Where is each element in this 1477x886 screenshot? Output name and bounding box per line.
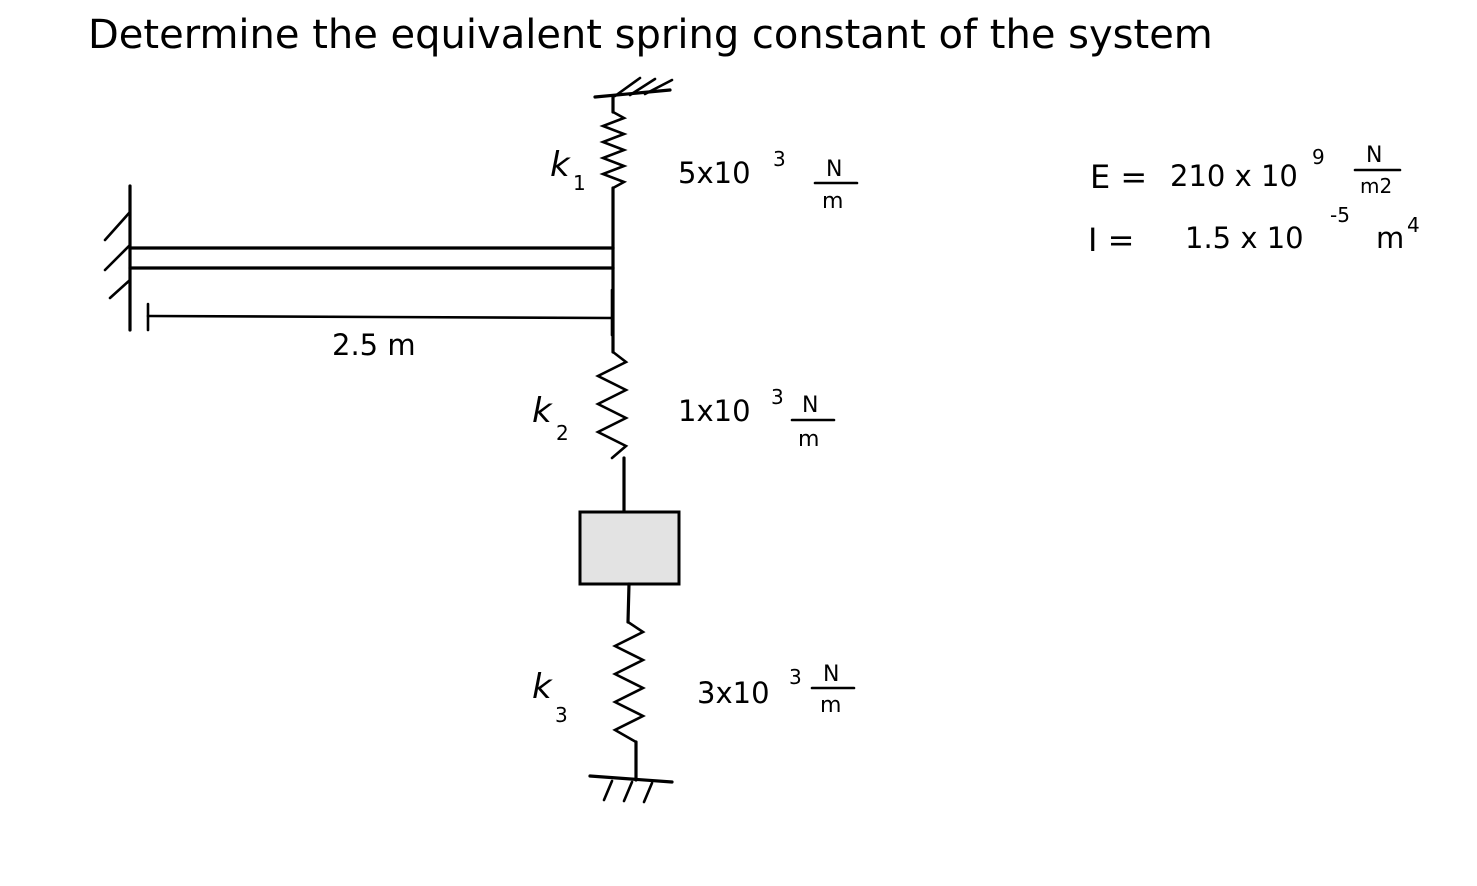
- svg-text:m2: m2: [1360, 174, 1392, 198]
- svg-text:N: N: [802, 393, 818, 418]
- svg-text:1.5 x 10: 1.5 x 10: [1185, 221, 1304, 255]
- spring-k3: [612, 582, 646, 782]
- svg-text:-5: -5: [1330, 203, 1350, 227]
- spring-k1: [599, 95, 628, 250]
- mass-block: [578, 510, 681, 586]
- svg-text:1: 1: [573, 171, 586, 195]
- wall-support: [103, 184, 132, 332]
- svg-text:N: N: [1366, 143, 1382, 168]
- svg-text:3: 3: [789, 665, 802, 689]
- svg-text:m: m: [1376, 221, 1404, 255]
- spring-k3-value: 3x10 3 N m: [697, 662, 856, 718]
- svg-text:3x10: 3x10: [697, 676, 770, 710]
- cantilever-beam: [128, 246, 615, 270]
- spring-k2: [595, 266, 629, 514]
- svg-text:210 x 10: 210 x 10: [1170, 159, 1298, 193]
- ground-support: [588, 774, 674, 804]
- svg-text:m: m: [798, 427, 819, 452]
- svg-text:9: 9: [1312, 145, 1325, 169]
- spring-k1-label: k 1: [550, 145, 586, 195]
- svg-text:3: 3: [773, 147, 786, 171]
- svg-text:m: m: [822, 189, 843, 214]
- svg-text:k: k: [532, 391, 553, 431]
- svg-text:k: k: [532, 667, 553, 707]
- svg-text:3: 3: [771, 385, 784, 409]
- ceiling-support: [593, 76, 674, 99]
- property-elastic-modulus: E = 210 x 10 9 N m2: [1090, 143, 1402, 198]
- spring-k1-value: 5x10 3 N m: [678, 147, 859, 214]
- svg-text:N: N: [823, 662, 839, 687]
- spring-k2-value: 1x10 3 N m: [678, 385, 836, 452]
- svg-text:m: m: [820, 693, 841, 718]
- problem-title: Determine the equivalent spring constant…: [88, 12, 1213, 58]
- beam-length-label: 2.5 m: [332, 328, 416, 362]
- svg-text:1x10: 1x10: [678, 394, 751, 428]
- spring-k2-label: k 2: [532, 391, 569, 445]
- svg-text:I =: I =: [1088, 221, 1134, 259]
- svg-text:5x10: 5x10: [678, 156, 751, 190]
- svg-text:k: k: [550, 145, 571, 185]
- svg-text:2: 2: [556, 421, 569, 445]
- property-moment-of-inertia: I = 1.5 x 10 -5 m 4: [1088, 203, 1420, 259]
- svg-text:4: 4: [1407, 213, 1420, 237]
- svg-text:E =: E =: [1090, 158, 1147, 196]
- spring-k3-label: k 3: [532, 667, 568, 727]
- svg-text:N: N: [826, 157, 842, 182]
- svg-text:3: 3: [555, 703, 568, 727]
